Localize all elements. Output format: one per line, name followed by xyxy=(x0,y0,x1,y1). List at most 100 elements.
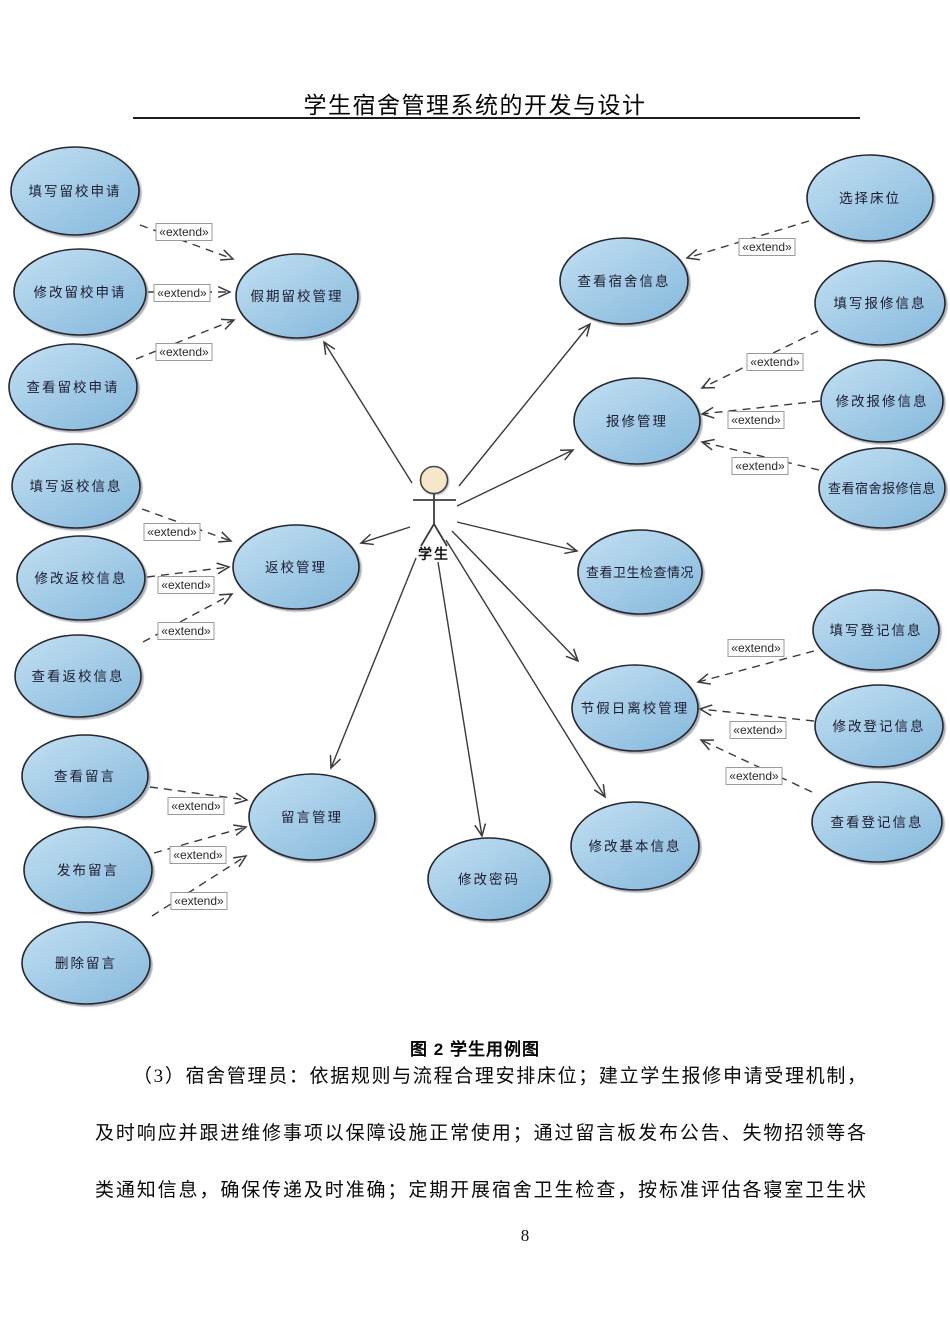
svg-text:«extend»: «extend» xyxy=(171,799,221,813)
svg-text:«extend»: «extend» xyxy=(742,240,792,254)
paragraph-line: 及时响应并跟进维修事项以保障设施正常使用；通过留言板发布公告、失物招领等各 xyxy=(95,1123,866,1144)
extend-arrow-fill-repair xyxy=(702,330,819,388)
usecase-delete-message: 删除留言 xyxy=(21,921,151,1005)
usecase-edit-repair-info: 修改报修信息 xyxy=(820,359,944,443)
usecase-ellipse xyxy=(23,826,153,914)
usecase-label: 节假日离校管理 xyxy=(581,700,690,716)
usecase-view-messages: 查看留言 xyxy=(21,734,149,818)
svg-text:«extend»: «extend» xyxy=(733,723,783,737)
usecase-ellipse xyxy=(814,260,946,346)
usecase-label: 返校管理 xyxy=(265,559,327,575)
usecase-ellipse xyxy=(232,524,360,610)
title-divider xyxy=(133,117,860,119)
association-actor-message-management xyxy=(331,557,417,768)
usecase-repair-management: 报修管理 xyxy=(573,377,701,465)
usecase-ellipse xyxy=(570,801,700,891)
usecase-ellipse xyxy=(13,248,147,336)
usecase-view-registration-info: 查看登记信息 xyxy=(811,781,943,863)
usecase-ellipse xyxy=(8,343,138,431)
actor-head xyxy=(419,465,449,495)
usecase-view-dorm-info: 查看宿舍信息 xyxy=(559,237,689,325)
association-actor-holiday-leave xyxy=(451,530,578,661)
extend-arrow-view-dorm-repair xyxy=(702,442,820,471)
usecase-ellipse xyxy=(820,359,944,443)
extend-arrow-edit-repair xyxy=(702,400,821,414)
extend-arrow-view-message xyxy=(149,786,247,800)
usecase-ellipse xyxy=(818,447,946,529)
usecase-fill-stay-application: 填写留校申请 xyxy=(10,146,140,236)
extend-arrow-delete-message xyxy=(151,856,246,917)
usecase-edit-registration-info: 修改登记信息 xyxy=(814,684,944,768)
usecase-label: 填写报修信息 xyxy=(834,295,927,311)
usecase-ellipse xyxy=(573,377,701,465)
usecase-ellipse xyxy=(577,529,703,615)
usecase-ellipse xyxy=(11,443,141,529)
association-actor-repair-management xyxy=(456,450,573,507)
extend-label: «extend» xyxy=(143,523,201,541)
actor-label: 学生 xyxy=(418,546,450,563)
usecase-ellipse xyxy=(559,237,689,325)
extend-arrow-post-message xyxy=(153,827,246,854)
association-actor-holiday-stay xyxy=(324,342,413,484)
usecase-message-management: 留言管理 xyxy=(248,773,376,861)
usecase-edit-stay-application: 修改留校申请 xyxy=(13,248,147,336)
extend-label: «extend» xyxy=(729,721,787,739)
extend-label: «extend» xyxy=(153,284,211,302)
svg-text:«extend»: «extend» xyxy=(750,355,800,369)
usecase-ellipse xyxy=(21,921,151,1005)
usecase-holiday-leave-management: 节假日离校管理 xyxy=(571,664,699,752)
page-title: 学生宿舍管理系统的开发与设计 xyxy=(303,93,647,118)
usecase-ellipse xyxy=(16,535,146,621)
usecase-ellipse xyxy=(814,684,944,768)
usecase-label: 报修管理 xyxy=(606,414,668,429)
svg-text:«extend»: «extend» xyxy=(735,459,785,473)
actor-leg-left xyxy=(420,523,435,547)
extend-label: «extend» xyxy=(155,343,213,361)
usecase-fill-repair-info: 填写报修信息 xyxy=(814,260,946,346)
usecase-ellipse xyxy=(806,154,934,242)
usecase-edit-basic-info: 修改基本信息 xyxy=(570,801,700,891)
usecase-label: 查看留校申请 xyxy=(27,379,120,395)
association-actor-return-management xyxy=(361,526,411,543)
usecase-label: 填写返校信息 xyxy=(30,478,123,494)
usecase-ellipse xyxy=(248,773,376,861)
page-number: 8 xyxy=(520,1226,530,1245)
usecase-ellipse xyxy=(21,734,149,818)
extend-label: «extend» xyxy=(169,846,227,864)
usecase-label: 填写登记信息 xyxy=(830,622,923,638)
svg-text:«extend»: «extend» xyxy=(159,225,209,239)
extend-label: «extend» xyxy=(731,457,789,475)
extend-label: «extend» xyxy=(738,238,796,256)
svg-text:«extend»: «extend» xyxy=(173,848,223,862)
usecase-choose-bed: 选择床位 xyxy=(806,154,934,242)
svg-text:«extend»: «extend» xyxy=(729,769,779,783)
usecase-ellipse xyxy=(427,837,551,921)
usecase-label: 选择床位 xyxy=(839,191,901,206)
extend-arrow-edit-return xyxy=(146,567,229,578)
extend-label: «extend» xyxy=(725,767,783,785)
body-paragraph: （3）宿舍管理员：依据规则与流程合理安排床位；建立学生报修申请受理机制， 及时响… xyxy=(95,1048,866,1219)
usecase-ellipse xyxy=(14,634,142,718)
usecase-ellipse xyxy=(571,664,699,752)
paragraph-line: （3）宿舍管理员：依据规则与流程合理安排床位；建立学生报修申请受理机制， xyxy=(133,1066,866,1087)
usecase-ellipse xyxy=(811,781,943,863)
svg-text:«extend»: «extend» xyxy=(147,525,197,539)
usecase-view-stay-application: 查看留校申请 xyxy=(8,343,138,431)
usecase-label: 留言管理 xyxy=(281,810,343,825)
usecase-post-message: 发布留言 xyxy=(23,826,153,914)
usecase-view-return-info: 查看返校信息 xyxy=(14,634,142,718)
usecase-change-password: 修改密码 xyxy=(427,837,551,921)
extend-arrow-view-stay xyxy=(135,320,234,360)
usecase-label: 修改密码 xyxy=(458,871,520,887)
svg-text:«extend»: «extend» xyxy=(159,345,209,359)
extend-label: «extend» xyxy=(727,411,785,429)
extend-label: «extend» xyxy=(170,892,228,910)
usecase-fill-return-info: 填写返校信息 xyxy=(11,443,141,529)
usecase-ellipse xyxy=(10,146,140,236)
usecase-label: 查看宿舍信息 xyxy=(578,273,671,289)
association-actor-change-password xyxy=(437,561,482,836)
usecase-fill-registration-info: 填写登记信息 xyxy=(812,589,940,671)
svg-text:«extend»: «extend» xyxy=(161,624,211,638)
actor-leg-right xyxy=(433,523,448,547)
